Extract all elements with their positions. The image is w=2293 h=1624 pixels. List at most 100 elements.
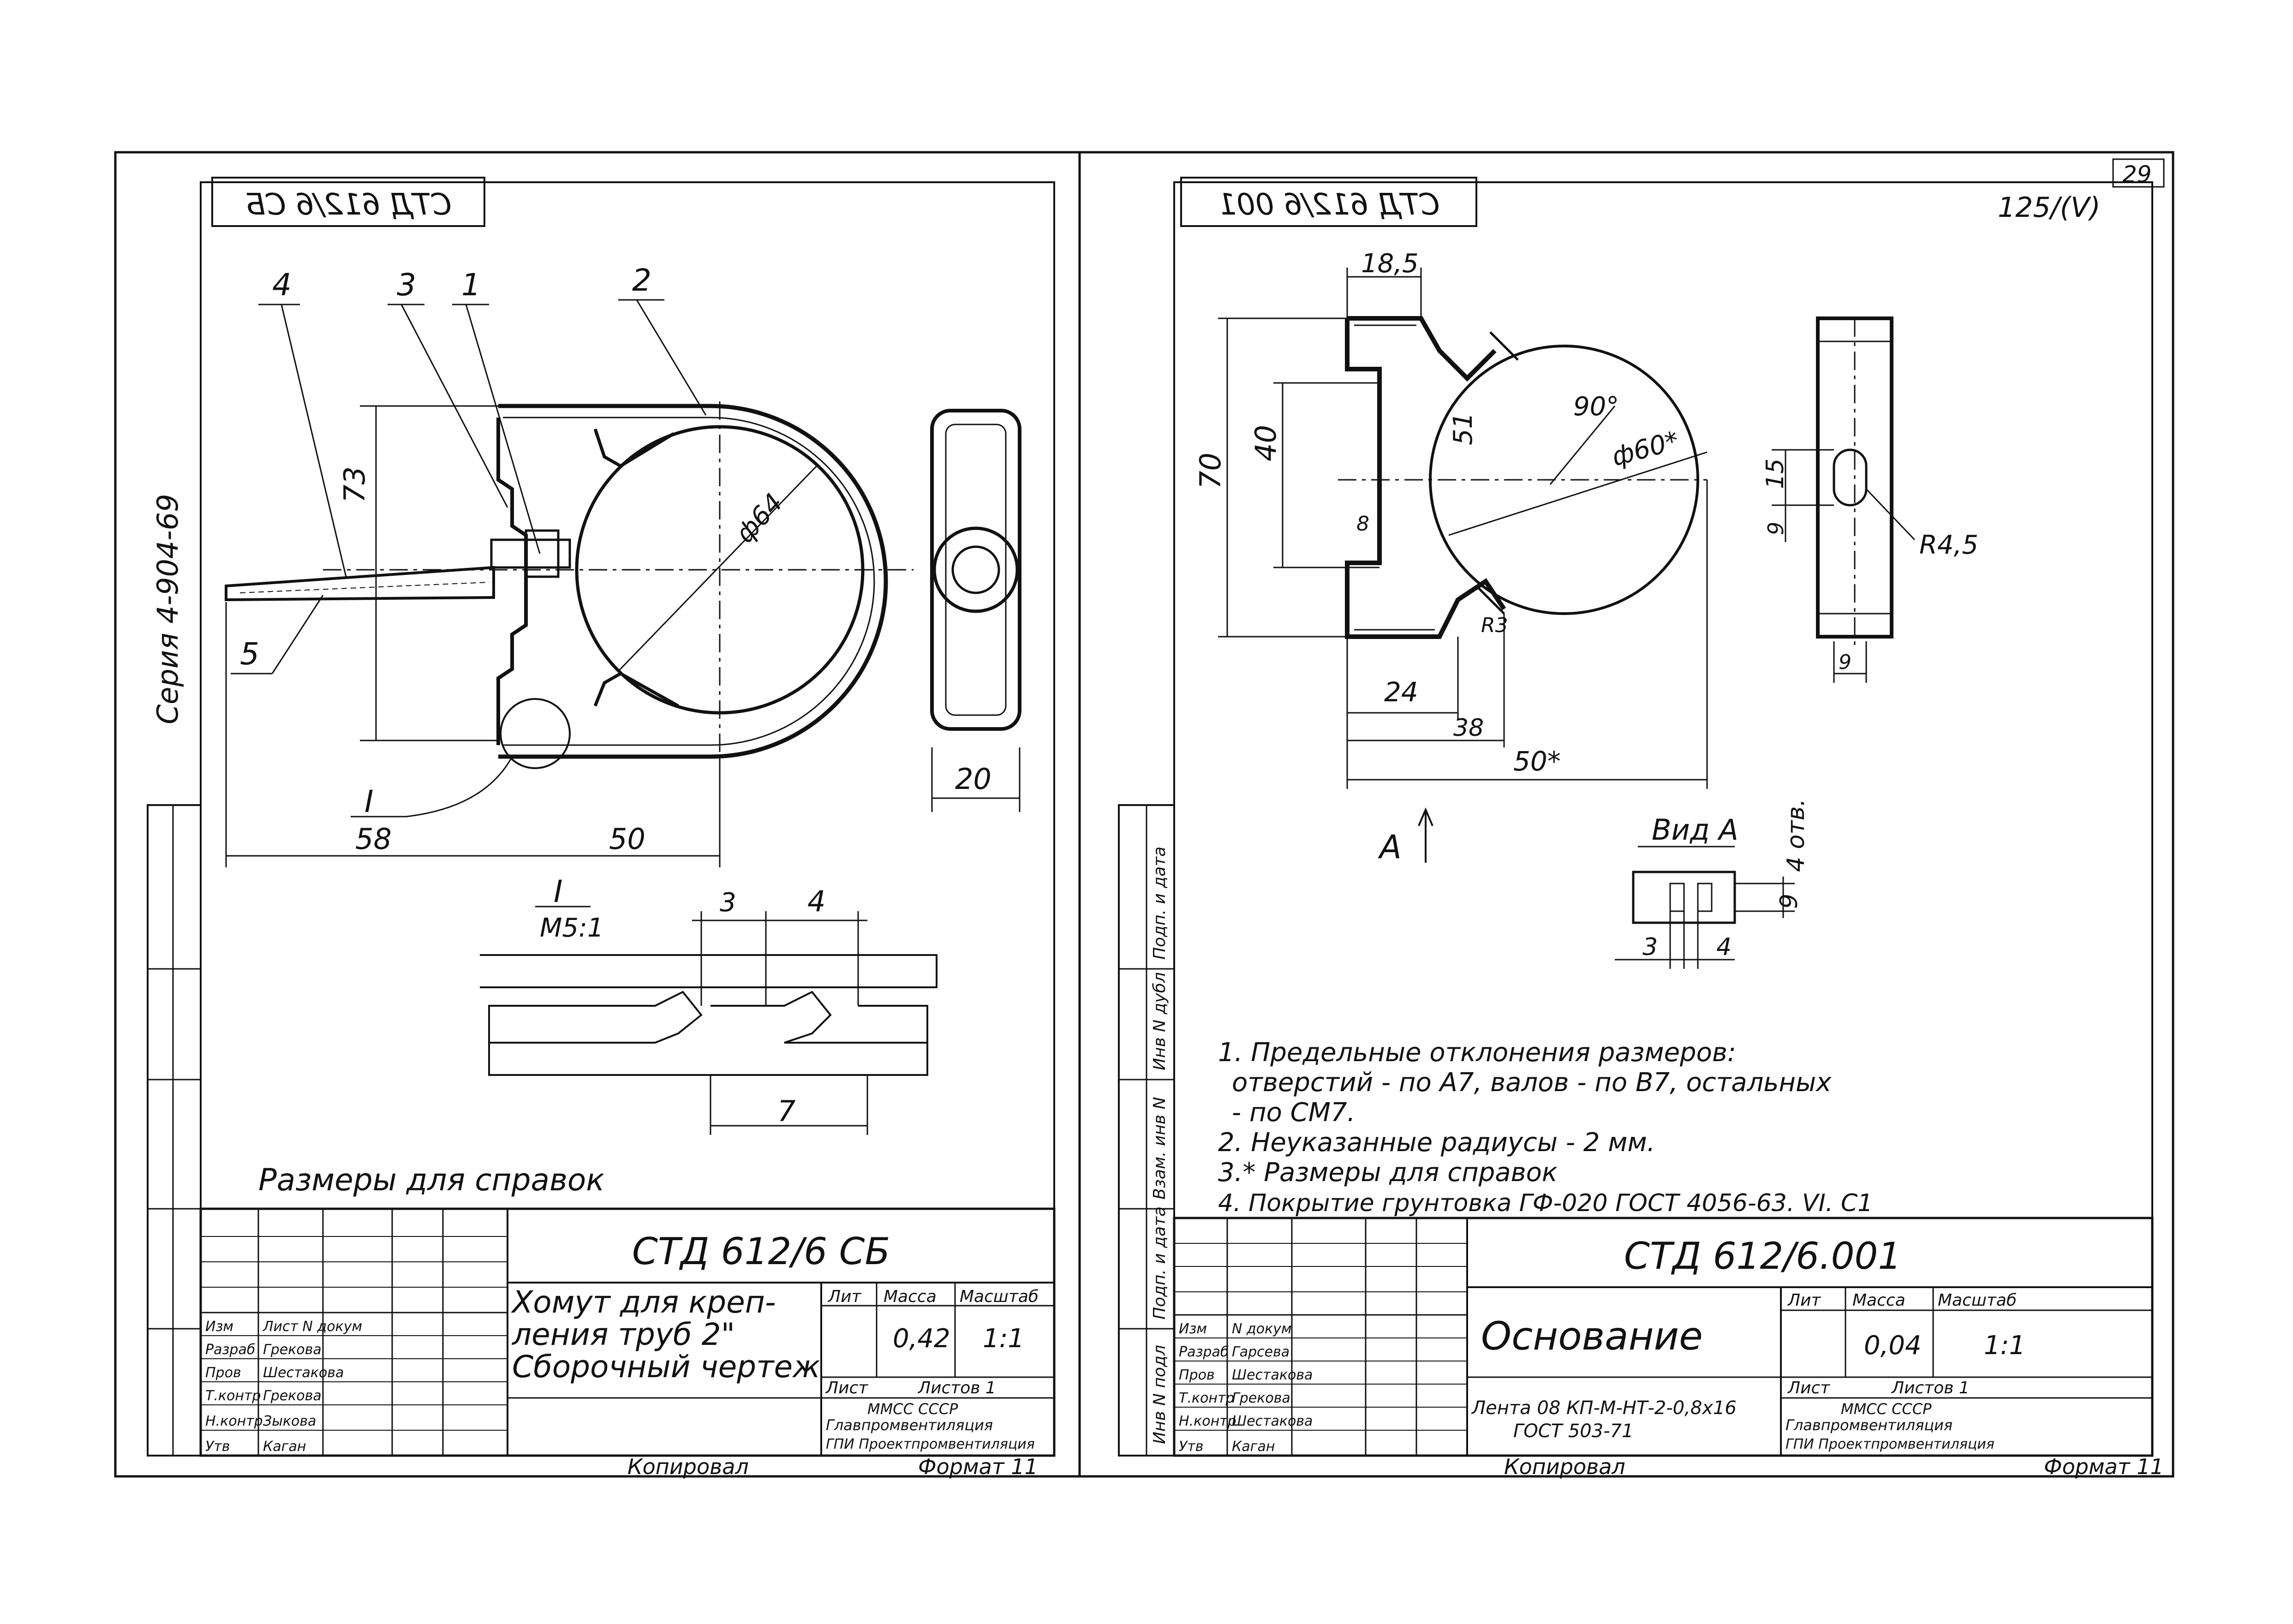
svg-text:- по СМ7.: - по СМ7. [1232, 1098, 1355, 1128]
base-front-dims: 18,5 70 40 24 38 50* А [1194, 249, 1708, 866]
svg-text:Лит: Лит [827, 1287, 861, 1306]
svg-text:51: 51 [1448, 412, 1478, 445]
svg-text:М5:1: М5:1 [540, 913, 603, 943]
svg-text:Главпромвентиляция: Главпромвентиляция [1785, 1416, 1953, 1434]
svg-text:ГПИ Проектпромвентиляция: ГПИ Проектпромвентиляция [826, 1436, 1035, 1452]
svg-text:ф60*: ф60* [1609, 426, 1682, 472]
svg-text:Каган: Каган [263, 1439, 306, 1455]
right-outer-frame [1078, 151, 2174, 1478]
left-outer-frame [114, 151, 1081, 1478]
svg-text:38: 38 [1453, 714, 1484, 742]
svg-text:Главпромвентиляция: Главпромвентиляция [826, 1416, 993, 1434]
svg-text:7: 7 [777, 1094, 795, 1128]
left-top-code: СТД 612/6 СБ [245, 188, 452, 222]
svg-text:4: 4 [1716, 933, 1732, 961]
svg-text:73: 73 [338, 466, 371, 503]
svg-text:Масса: Масса [1852, 1291, 1905, 1310]
svg-text:Шестакова: Шестакова [1232, 1413, 1313, 1429]
svg-text:3.* Размеры для справок: 3.* Размеры для справок [1218, 1158, 1558, 1188]
svg-text:0,04: 0,04 [1864, 1331, 1922, 1361]
svg-text:40: 40 [1249, 425, 1283, 461]
svg-text:8: 8 [1356, 512, 1369, 536]
svg-text:9: 9 [1775, 894, 1803, 909]
right-side-stamp: Инв N подл Подп. и дата Взам. инв N Инв … [1118, 804, 1175, 1457]
svg-text:Н.контр: Н.контр [205, 1413, 263, 1429]
svg-text:Лит: Лит [1787, 1291, 1821, 1310]
left-note: Размеры для справок [258, 1162, 604, 1198]
svg-text:4: 4 [272, 267, 292, 303]
svg-text:Т.контр: Т.контр [1179, 1390, 1234, 1406]
svg-text:Грекова: Грекова [263, 1342, 322, 1358]
svg-text:Изм: Изм [1179, 1321, 1207, 1337]
svg-text:Сборочный чертеж: Сборочный чертеж [512, 1349, 820, 1385]
svg-text:Лист: Лист [825, 1379, 868, 1397]
svg-text:1:1: 1:1 [983, 1324, 1024, 1354]
svg-text:2: 2 [632, 263, 651, 298]
svg-text:СТД 612/6 СБ: СТД 612/6 СБ [632, 1230, 890, 1273]
svg-text:1. Предельные отклонения разме: 1. Предельные отклонения размеров: [1218, 1038, 1736, 1068]
right-top-code-box [1180, 177, 1477, 227]
page-number-box [2112, 158, 2165, 188]
svg-text:ГПИ Проектпромвентиляция: ГПИ Проектпромвентиляция [1785, 1436, 1994, 1452]
dim-20: 20 [955, 762, 991, 796]
svg-text:3: 3 [1642, 933, 1658, 961]
svg-text:70: 70 [1194, 453, 1227, 489]
svg-text:Листов 1: Листов 1 [917, 1379, 996, 1397]
view-a-arrow-label: А [1378, 828, 1402, 866]
right-sheet: 29 СТД 612/6 001 125/(V) Инв N подл Подп… [1078, 151, 2174, 1479]
svg-text:ГОСТ 503-71: ГОСТ 503-71 [1513, 1421, 1634, 1442]
svg-text:0,42: 0,42 [893, 1324, 950, 1354]
svg-text:Гарсева: Гарсева [1232, 1344, 1290, 1360]
svg-text:отверстий - по А7, валов - по: отверстий - по А7, валов - по В7, осталь… [1232, 1068, 1832, 1098]
svg-text:Хомут для креп-: Хомут для креп- [511, 1284, 776, 1320]
part-leaders: 4 3 1 2 5 I [231, 263, 707, 819]
right-format: Формат 11 [2044, 1454, 2164, 1479]
detail-I: I М5:1 3 4 7 [480, 874, 938, 1135]
page-number: 29 [2122, 161, 2152, 188]
svg-text:Грекова: Грекова [263, 1388, 322, 1404]
left-side-stamp [147, 804, 202, 1457]
svg-text:Лента 08 КП-М-НТ-2-0,8х16: Лента 08 КП-М-НТ-2-0,8х16 [1471, 1397, 1737, 1419]
svg-text:Инв N подл: Инв N подл [1150, 1345, 1169, 1444]
right-notes: 1. Предельные отклонения размеров: отвер… [1218, 1038, 1873, 1217]
svg-text:50: 50 [609, 822, 645, 856]
svg-text:9: 9 [1839, 651, 1851, 674]
base-front-view: 90° ф60* 51 8 R3 [1338, 316, 1708, 639]
svg-text:Взам. инв N: Взам. инв N [1150, 1097, 1169, 1200]
svg-text:Подп. и дата: Подп. и дата [1150, 1206, 1169, 1320]
svg-text:Разраб: Разраб [205, 1342, 255, 1358]
svg-text:3: 3 [397, 267, 416, 303]
svg-text:Т.контр: Т.контр [205, 1388, 261, 1404]
svg-text:Грекова: Грекова [1232, 1390, 1290, 1406]
left-title-block: СТД 612/6 СБ Хомут для креп- ления труб … [199, 1207, 1056, 1457]
left-sheet: СТД 612/6 СБ Серия 4-904-69 [114, 151, 1081, 1479]
svg-text:N докум: N докум [1232, 1321, 1292, 1337]
svg-text:3: 3 [720, 888, 736, 918]
svg-text:Листов 1: Листов 1 [1891, 1379, 1970, 1397]
svg-text:18,5: 18,5 [1361, 249, 1419, 279]
svg-text:ММСС СССР: ММСС СССР [1841, 1400, 1932, 1418]
dim-d64: ф64 [730, 488, 789, 549]
svg-text:2. Неуказанные радиусы - 2 мм.: 2. Неуказанные радиусы - 2 мм. [1218, 1128, 1655, 1158]
svg-text:Масштаб: Масштаб [960, 1287, 1039, 1306]
svg-text:4 отв.: 4 отв. [1782, 799, 1810, 872]
right-top-code: СТД 612/6 001 [1218, 188, 1439, 222]
view-a: Вид А 4 отв. 9 3 4 [1615, 799, 1810, 969]
svg-text:R4,5: R4,5 [1919, 530, 1978, 560]
svg-text:СТД 612/6.001: СТД 612/6.001 [1624, 1235, 1901, 1278]
svg-text:Пров: Пров [1179, 1367, 1215, 1383]
svg-text:58: 58 [355, 822, 392, 856]
svg-text:Н.контр: Н.контр [1179, 1413, 1236, 1429]
svg-text:15: 15 [1762, 459, 1789, 489]
svg-text:Инв N дубл: Инв N дубл [1150, 972, 1169, 1070]
svg-text:24: 24 [1384, 676, 1418, 708]
svg-text:Разраб: Разраб [1179, 1344, 1229, 1360]
roughness: 125/(V) [1998, 191, 2101, 224]
svg-text:Зыкова: Зыкова [263, 1413, 316, 1429]
dim-73: 73 [338, 405, 498, 741]
svg-text:4: 4 [807, 884, 825, 918]
svg-text:Лист N докум: Лист N докум [263, 1319, 362, 1335]
svg-text:Лист: Лист [1787, 1379, 1830, 1397]
svg-text:Шестакова: Шестакова [263, 1365, 344, 1381]
